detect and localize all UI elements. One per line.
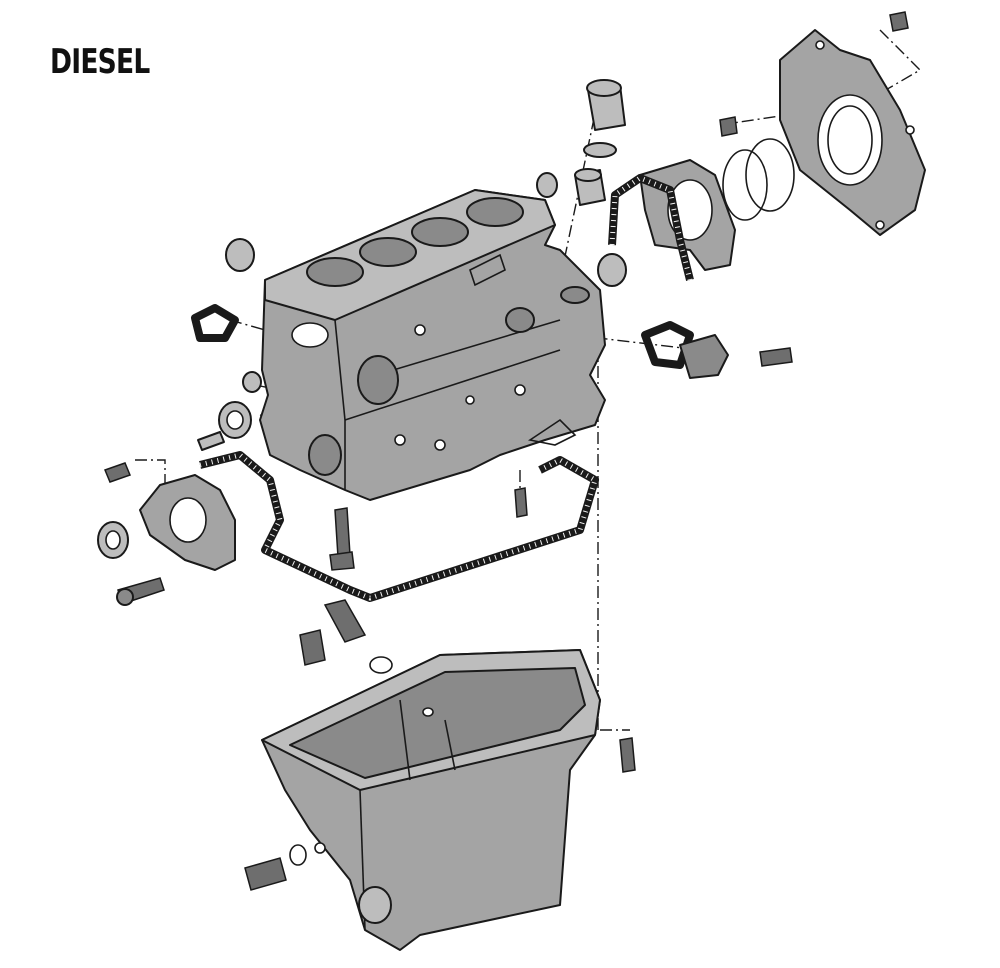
left-cover-parts <box>191 304 252 451</box>
sealing-plug-stack <box>574 79 626 206</box>
diagram-title: DIESEL <box>50 42 150 82</box>
oil-pan <box>244 649 601 951</box>
cylinder-block <box>259 189 606 501</box>
bolts <box>299 11 909 773</box>
freeze-plugs <box>225 172 627 393</box>
rear-main-seal-assembly <box>608 29 926 281</box>
front-seal-housing <box>97 462 236 606</box>
pump-flange <box>641 321 729 379</box>
oil-pan-gasket <box>199 451 599 602</box>
